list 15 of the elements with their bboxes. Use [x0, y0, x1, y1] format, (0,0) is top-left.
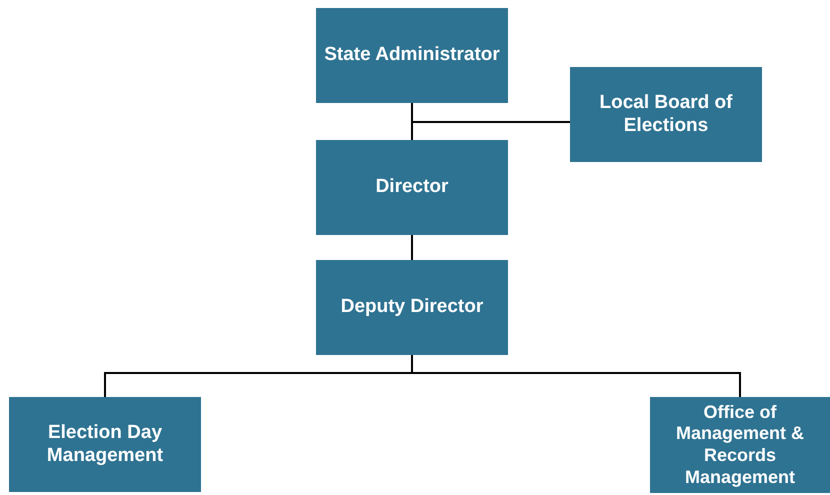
org-box [570, 67, 762, 162]
connector-line [411, 103, 570, 123]
org-box [316, 260, 508, 355]
org-box [316, 140, 508, 235]
box-label: Director [376, 176, 448, 199]
box-label: State Administrator [324, 44, 500, 67]
box-label: Deputy Director [340, 296, 484, 319]
org-box [316, 8, 508, 103]
box-label: Election Day Management [46, 422, 164, 468]
connector-line [411, 355, 741, 397]
org-box [9, 397, 201, 492]
org-box [650, 397, 830, 493]
connector-line [411, 235, 413, 260]
box-label: Office of Management & Records Management [674, 402, 806, 488]
box-label: Local Board of Elections [598, 92, 734, 138]
